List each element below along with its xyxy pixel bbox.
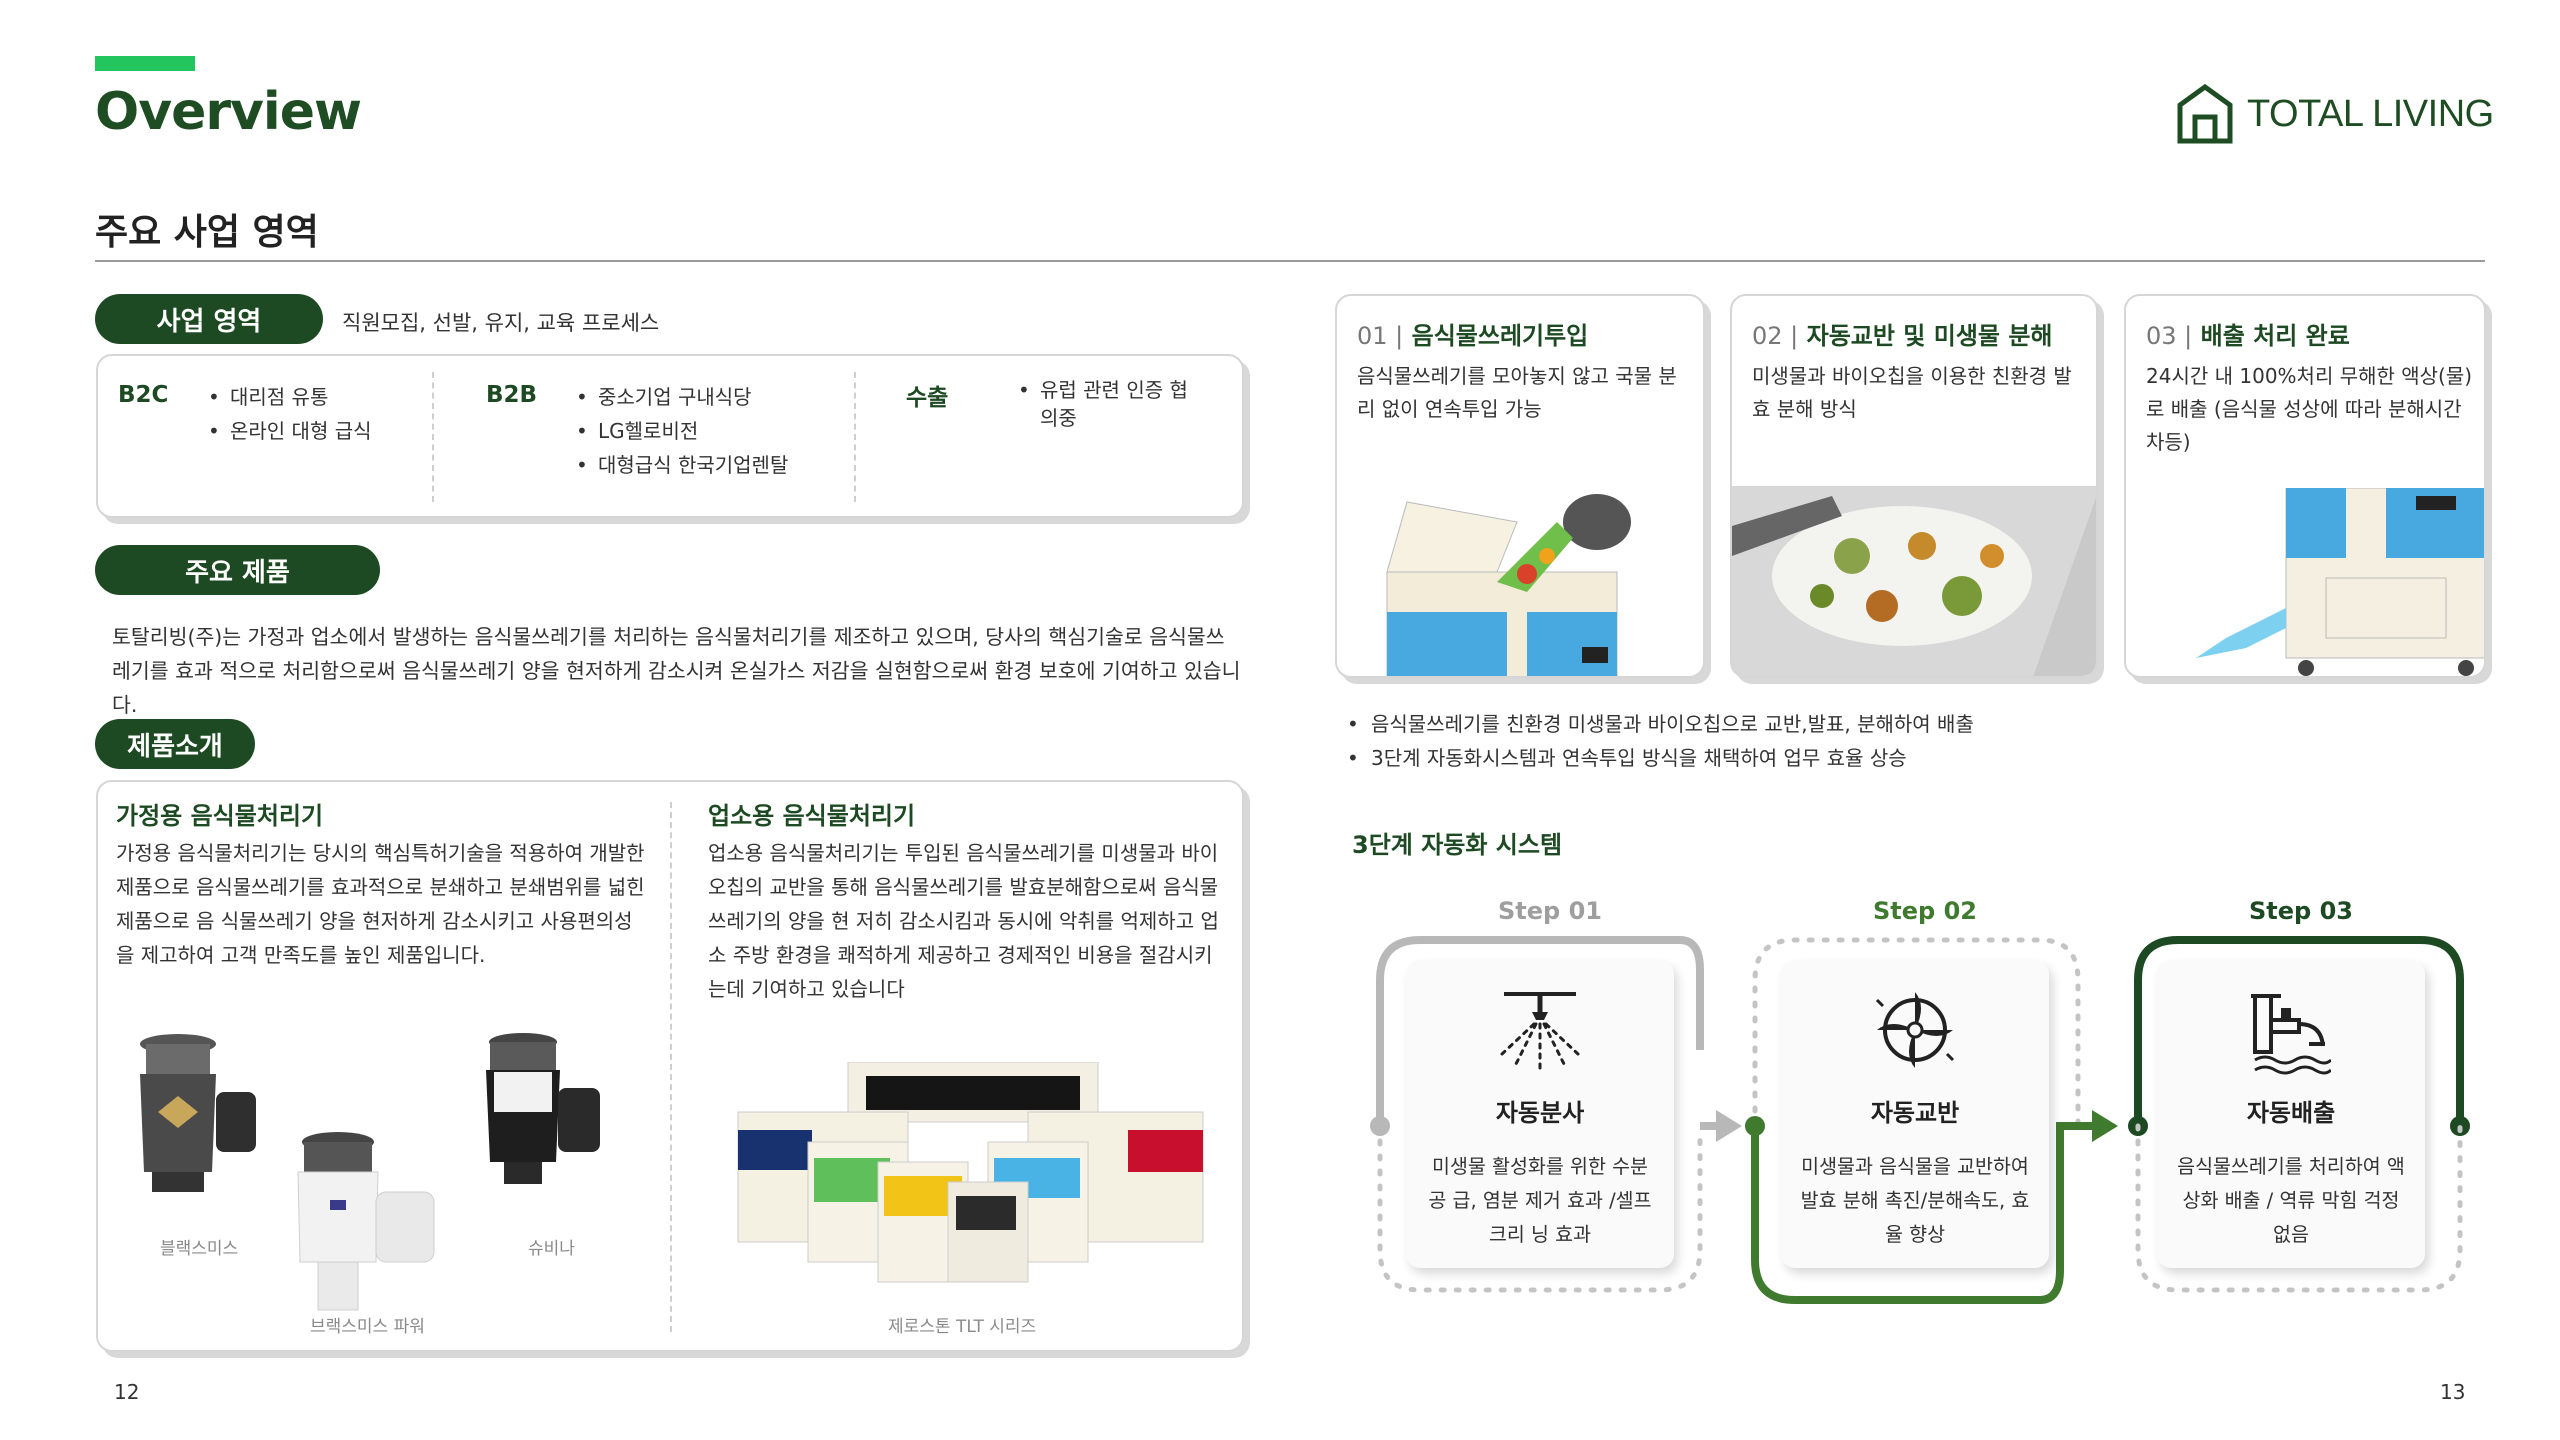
b2b-list: 중소기업 구내식당 LG헬로비전 대형급식 한국기업렌탈: [576, 380, 788, 482]
export-heading: 수출: [906, 385, 949, 411]
list-item: 유럽 관련 인증 협의중: [1018, 376, 1188, 432]
automation-title: 3단계 자동화 시스템: [1352, 831, 1563, 859]
product-intro-pill: 제품소개: [95, 719, 255, 769]
main-products-pill: 주요 제품: [95, 545, 380, 595]
automation-step-03: 자동배출 음식물쓰레기를 처리하여 액상화 배출 / 역류 막힘 걱정 없음: [2157, 960, 2425, 1268]
process-card-03: 03 | 배출 처리 완료 24시간 내 100%처리 무해한 액상(물)로 배…: [2124, 294, 2486, 678]
business-product-title: 업소용 음식물처리기: [708, 802, 916, 830]
list-item: LG헬로비전: [576, 414, 788, 448]
business-area-card: B2C 대리점 유통 온라인 대형 급식 B2B 중소기업 구내식당 LG헬로비…: [96, 354, 1244, 518]
automation-step-02: 자동교반 미생물과 음식물을 교반하여 발효 분해 촉진/분해속도, 효율 향상: [1781, 960, 2049, 1268]
step-01-label: Step 01: [1498, 897, 1602, 925]
page-number-right: 13: [2440, 1380, 2466, 1404]
process-card-desc: 미생물과 바이오칩을 이용한 친환경 발효 분해 방식: [1752, 364, 2072, 421]
b2c-list: 대리점 유통 온라인 대형 급식: [208, 380, 372, 448]
step-03-label: Step 03: [2249, 897, 2353, 925]
brand-logo: TOTAL LIVING: [2175, 82, 2494, 146]
column-divider: [670, 802, 672, 1332]
home-product-text: 가정용 음식물처리기는 당시의 핵심특허기술을 적용하여 개발한 제품으로 음식…: [116, 841, 645, 967]
automation-step-title: 자동교반: [1870, 1099, 1960, 1127]
business-area-pill: 사업 영역: [95, 294, 323, 344]
mixing-biochip-image: [1732, 486, 2096, 676]
automation-step-desc: 미생물 활성화를 위한 수분 공 급, 염분 제거 효과 /셀프크리 닝 효과: [1428, 1155, 1652, 1246]
b2b-heading: B2B: [486, 382, 538, 408]
list-item: 3단계 자동화시스템과 연속투입 방식을 채택하여 업무 효율 상승: [1345, 741, 1974, 775]
process-card-title: 03 | 배출 처리 완료: [2146, 322, 2350, 350]
list-item: 음식물쓰레기를 친환경 미생물과 바이오칩으로 교반,발표, 분해하여 배출: [1345, 707, 1974, 741]
caption-zerostone: 제로스톤 TLT 시리즈: [888, 1317, 1037, 1337]
automation-step-title: 자동분사: [1495, 1099, 1585, 1127]
home-products-image: [140, 1033, 600, 1311]
process-card-02: 02 | 자동교반 및 미생물 분해 미생물과 바이오칩을 이용한 친환경 발효…: [1730, 294, 2098, 678]
list-item: 온라인 대형 급식: [208, 414, 372, 448]
caption-blacksmith: 블랙스미스: [160, 1239, 239, 1259]
business-area-note: 직원모집, 선발, 유지, 교육 프로세스: [342, 311, 660, 335]
blacksmith-product-image: [140, 1034, 256, 1192]
b2c-heading: B2C: [118, 382, 169, 408]
section-title: 주요 사업 영역: [95, 212, 319, 253]
automation-step-desc: 음식물쓰레기를 처리하여 액상화 배출 / 역류 막힘 걱정 없음: [2177, 1155, 2405, 1246]
business-products-image: [737, 1062, 1204, 1283]
automation-step-title: 자동배출: [2246, 1099, 2336, 1127]
automation-step-01: 자동분사 미생물 활성화를 위한 수분 공 급, 염분 제거 효과 /셀프크리 …: [1406, 960, 1674, 1268]
page-title: Overview: [95, 82, 362, 142]
page-number-left: 12: [114, 1380, 140, 1404]
export-list: 유럽 관련 인증 협의중: [1018, 376, 1188, 432]
business-product-text: 업소용 음식물처리기는 투입된 음식물쓰레기를 미생물과 바이오칩의 교반을 통…: [708, 841, 1219, 1001]
list-item: 대형급식 한국기업렌탈: [576, 448, 788, 482]
column-divider: [854, 372, 856, 502]
shubina-product-image: [486, 1033, 600, 1184]
accent-bar: [95, 56, 195, 71]
mixer-icon: [1875, 992, 1955, 1068]
automation-flow-lines: [1370, 936, 2470, 1304]
caption-shubina: 슈비나: [528, 1239, 575, 1259]
discharge-icon: [2251, 994, 2331, 1075]
column-divider: [432, 372, 434, 502]
products-description: 토탈리빙(주)는 가정과 업소에서 발생하는 음식물쓰레기를 처리하는 음식물처…: [112, 625, 1241, 717]
process-card-01: 01 | 음식물쓰레기투입 음식물쓰레기를 모아놓지 않고 국물 분리 없이 연…: [1335, 294, 1705, 678]
discharge-image: [2196, 488, 2484, 676]
step-02-label: Step 02: [1873, 897, 1977, 925]
caption-blacksmith-power: 브랙스미스 파워: [310, 1317, 425, 1337]
process-card-title: 02 | 자동교반 및 미생물 분해: [1752, 322, 2053, 350]
product-intro-card: 가정용 음식물처리기 가정용 음식물처리기는 당시의 핵심특허기술을 적용하여 …: [96, 780, 1244, 1352]
automation-step-desc: 미생물과 음식물을 교반하여 발효 분해 촉진/분해속도, 효율 향상: [1800, 1155, 2030, 1246]
list-item: 중소기업 구내식당: [576, 380, 788, 414]
blacksmith-power-product-image: [297, 1132, 435, 1311]
house-logo-icon: [2177, 83, 2233, 144]
process-card-title: 01 | 음식물쓰레기투입: [1357, 322, 1589, 350]
divider: [95, 260, 2485, 262]
logo-text: TOTAL LIVING: [2247, 92, 2494, 135]
process-card-desc: 24시간 내 100%처리 무해한 액상(물)로 배출 (음식물 성상에 따라 …: [2146, 364, 2473, 454]
process-bullets: 음식물쓰레기를 친환경 미생물과 바이오칩으로 교반,발표, 분해하여 배출 3…: [1345, 707, 1974, 775]
list-item: 대리점 유통: [208, 380, 372, 414]
process-card-desc: 음식물쓰레기를 모아놓지 않고 국물 분리 없이 연속투입 가능: [1357, 364, 1677, 421]
home-product-title: 가정용 음식물처리기: [116, 802, 324, 830]
spray-icon: [1500, 992, 1580, 1076]
food-input-image: [1386, 494, 1631, 676]
